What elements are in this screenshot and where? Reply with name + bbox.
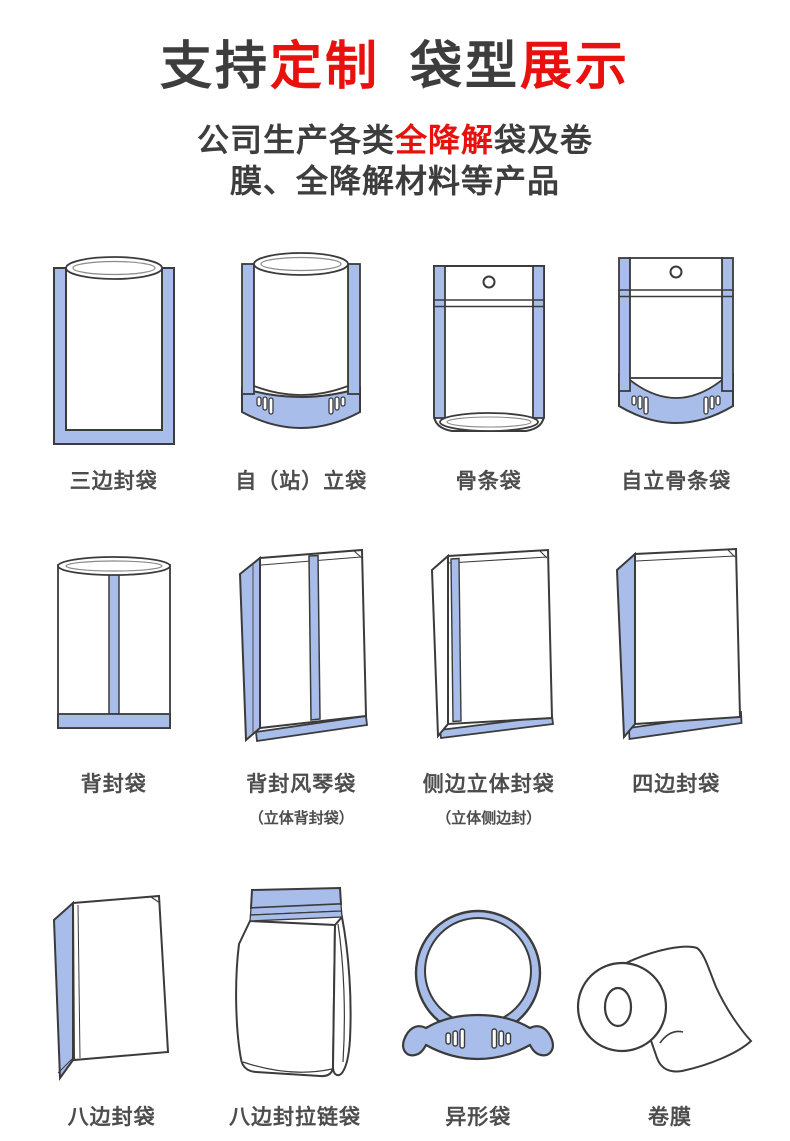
- title-seg-dark2: 袋型: [410, 38, 521, 96]
- page-subtitle: 公司生产各类全降解袋及卷 膜、全降解材料等产品: [0, 120, 790, 202]
- rib-zipper-bag-icon: [426, 248, 552, 448]
- back-seal-gusset-bag-icon: [230, 539, 372, 744]
- title-seg-red2: 展示: [520, 38, 631, 96]
- title-seg-red1: 定制: [269, 38, 380, 96]
- stand-up-pouch-icon: [238, 248, 364, 448]
- bag-label: 八边封拉链袋: [228, 1105, 361, 1129]
- bag-cell-back-seal-gusset: 背封风琴袋 （立体背封袋）: [208, 539, 396, 828]
- eight-side-seal-zipper-bag-icon: [230, 884, 360, 1084]
- subtitle-seg-dark2: 袋及卷: [494, 121, 594, 158]
- four-side-seal-bag-icon: [605, 539, 747, 744]
- bag-cell-back-seal: 背封袋: [20, 539, 208, 828]
- bag-cell-rib-zipper: 骨条袋: [395, 248, 583, 495]
- side-gusset-seal-bag-icon: [418, 539, 560, 744]
- bag-label: 背封风琴袋: [246, 772, 357, 796]
- bag-label: 异形袋: [445, 1105, 512, 1129]
- bag-label: 四边封袋: [632, 772, 721, 796]
- subtitle-seg-red: 全降解: [394, 121, 494, 158]
- title-seg-dark1: 支持: [159, 38, 270, 96]
- bag-sublabel: （立体侧边封）: [436, 809, 542, 827]
- bag-label: 自（站）立袋: [235, 469, 368, 493]
- subtitle-line1: 公司生产各类全降解袋及卷: [0, 120, 790, 161]
- header: 支持定制袋型展示 公司生产各类全降解袋及卷 膜、全降解材料等产品: [0, 0, 790, 202]
- bag-cell-stand-up-pouch: 自（站）立袋: [208, 248, 396, 495]
- roll-film-icon: [570, 884, 770, 1084]
- page-title: 支持定制袋型展示: [0, 38, 790, 98]
- bag-label: 八边封袋: [67, 1105, 156, 1129]
- bag-label: 自立骨条袋: [621, 469, 732, 493]
- eight-side-seal-bag-icon: [47, 884, 177, 1084]
- bag-cell-three-side-seal: 三边封袋: [20, 248, 208, 495]
- bag-label: 卷膜: [647, 1105, 692, 1129]
- bag-grid-row-3: 八边封袋 八边封拉链袋: [0, 884, 790, 1131]
- bag-sublabel: （立体背封袋）: [248, 809, 354, 827]
- three-side-seal-bag-icon: [51, 248, 177, 448]
- bag-cell-side-gusset-seal: 侧边立体封袋 （立体侧边封）: [395, 539, 583, 828]
- bag-grid-row-1: 三边封袋: [0, 248, 790, 495]
- bag-cell-shaped-bag: 异形袋: [387, 884, 570, 1131]
- bag-label: 背封袋: [80, 772, 147, 796]
- subtitle-line2: 膜、全降解材料等产品: [229, 162, 560, 199]
- bag-label: 骨条袋: [455, 469, 522, 493]
- stand-up-rib-zipper-bag-icon: [613, 248, 739, 448]
- bag-cell-standup-rib-zipper: 自立骨条袋: [583, 248, 771, 495]
- bag-label: 侧边立体封袋: [422, 772, 555, 796]
- bag-label: 三边封袋: [69, 469, 158, 493]
- bag-cell-eight-side-seal: 八边封袋: [20, 884, 203, 1131]
- back-seal-bag-icon: [51, 539, 177, 744]
- bag-cell-four-side-seal: 四边封袋: [583, 539, 771, 828]
- shaped-bag-icon: [396, 884, 561, 1084]
- subtitle-seg-dark1: 公司生产各类: [196, 121, 395, 158]
- bag-cell-roll-film: 卷膜: [570, 884, 770, 1131]
- bag-cell-eight-side-zipper: 八边封拉链袋: [203, 884, 386, 1131]
- bag-grid-row-2: 背封袋 背封风琴袋 （立体背封袋）: [0, 539, 790, 828]
